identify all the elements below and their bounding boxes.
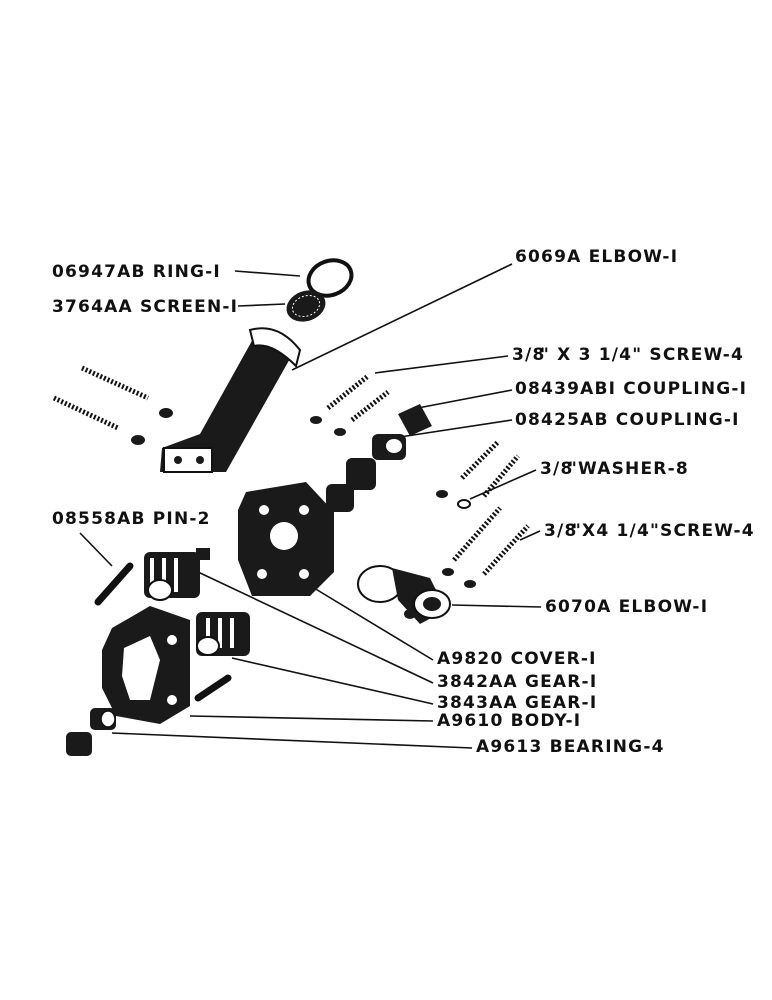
leader-body <box>189 715 434 722</box>
label-elbow-top: 6069A ELBOW-I <box>515 247 678 267</box>
label-washer-text: "WASHER-8 <box>568 459 689 479</box>
leader-elbow-top <box>291 263 513 371</box>
leader-cover <box>313 587 434 661</box>
leader-pin <box>79 532 113 567</box>
leader-screen <box>237 303 286 307</box>
leader-screw-long <box>519 530 541 541</box>
cover-part <box>238 482 334 596</box>
label-screw-short-text: " X 3 1/4" SCREW-4 <box>540 345 744 365</box>
label-screen: 3764AA SCREEN-I <box>52 297 238 317</box>
leader-gear-1 <box>197 571 434 684</box>
label-coupling-1: 08439ABI COUPLING-I <box>515 379 747 399</box>
label-screw-long-fraction: 3/8 <box>544 521 577 541</box>
label-screw-long: 3/8 "X4 1/4"SCREW-4 <box>544 521 755 541</box>
leader-coupling-1 <box>417 389 513 409</box>
label-body: A9610 BODY-I <box>437 711 581 731</box>
left-screws <box>52 365 173 445</box>
bearing-parts <box>66 708 116 756</box>
pin-part-right <box>194 674 232 702</box>
elbow-top-part <box>160 327 302 473</box>
label-gear-2: 3843AA GEAR-I <box>437 693 597 713</box>
label-washer-fraction: 3/8 <box>540 459 573 479</box>
leader-screw-short <box>374 355 509 374</box>
parts <box>52 258 530 756</box>
label-gear-1: 3842AA GEAR-I <box>437 672 597 692</box>
label-screw-short: 3/8 " X 3 1/4" SCREW-4 <box>512 345 744 365</box>
leader-coupling-2 <box>399 419 513 438</box>
label-coupling-2: 08425AB COUPLING-I <box>515 410 740 430</box>
label-screw-short-fraction: 3/8 <box>512 345 545 365</box>
leader-bearing <box>111 732 473 749</box>
label-cover: A9820 COVER-I <box>437 649 597 669</box>
screen-part <box>286 290 326 322</box>
label-ring: 06947AB RING-I <box>52 262 221 282</box>
label-pin: 08558AB PIN-2 <box>52 509 211 529</box>
label-bearing: A9613 BEARING-4 <box>476 737 665 757</box>
label-elbow-bottom: 6070A ELBOW-I <box>545 597 708 617</box>
leader-lines <box>79 263 542 749</box>
gear-2-part <box>196 612 250 656</box>
body-part <box>102 606 190 724</box>
short-screws <box>310 374 390 436</box>
label-washer: 3/8 "WASHER-8 <box>540 459 689 479</box>
right-screws-washers <box>436 440 530 588</box>
gear-1-part <box>144 548 210 601</box>
pin-part-left <box>94 562 134 606</box>
coupling-parts <box>326 404 432 512</box>
leader-ring <box>234 270 301 277</box>
leader-gear-2 <box>231 657 434 705</box>
ring-part <box>306 258 354 298</box>
elbow-bottom-part <box>357 565 451 624</box>
leader-washer <box>469 469 537 500</box>
label-screw-long-text: "X4 1/4"SCREW-4 <box>572 521 755 541</box>
leader-elbow-bottom <box>451 604 542 608</box>
